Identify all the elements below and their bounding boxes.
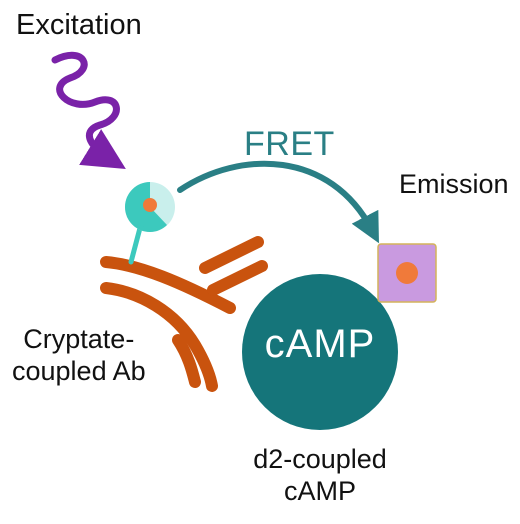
emission-label: Emission [399,169,509,199]
cryptate-label-line1: Cryptate- [23,324,135,354]
cryptate-label-line2: coupled Ab [12,356,146,387]
excitation-wavy-arrow-icon [51,51,126,170]
d2-label-line2: cAMP [283,476,356,507]
excitation-label: Excitation [16,9,142,41]
acceptor-square-icon [377,243,437,303]
camp-circle-label: cAMP [264,322,376,366]
d2-label-line1: d2-coupled [253,444,387,474]
antibody-icon [100,236,268,392]
cryptate-antibody-label: Cryptate- coupled Ab [12,323,146,388]
cryptate-stalk [128,225,143,265]
fret-label: FRET [244,125,335,163]
camp-circle [242,274,398,430]
cryptate-fluorophore-icon [125,182,175,232]
d2-camp-label: d2-coupled cAMP [240,443,400,508]
fret-curved-arrow-icon [177,160,379,244]
